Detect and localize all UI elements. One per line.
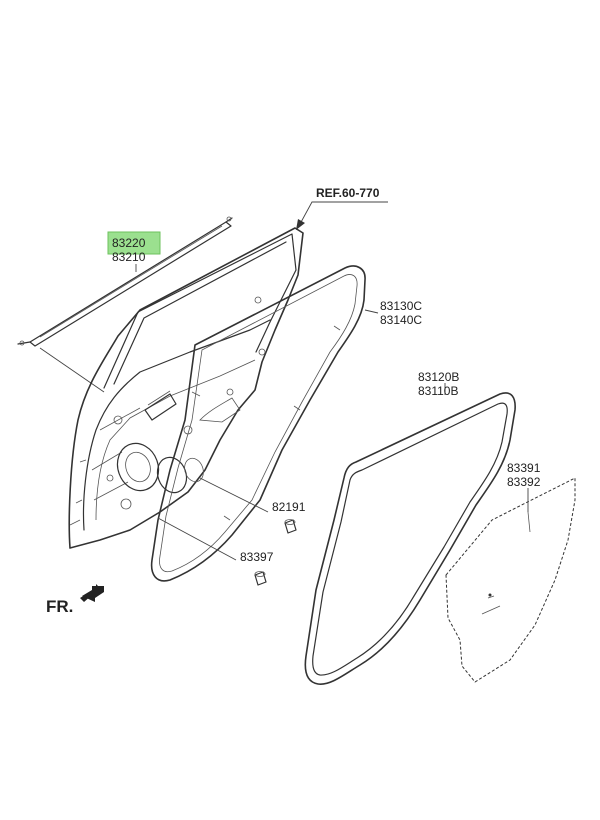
label-83391[interactable]: 83391 <box>507 461 541 475</box>
label-83397[interactable]: 83397 <box>240 550 274 564</box>
plug-83397-leader <box>157 517 237 561</box>
label-83220[interactable]: 83220 <box>112 236 146 250</box>
clip-82191-leader <box>199 477 269 513</box>
plug-83397[interactable] <box>254 571 267 586</box>
label-83210[interactable]: 83210 <box>112 250 146 264</box>
belt-weatherstrip-leader <box>39 347 105 393</box>
ref-pointer <box>296 201 388 230</box>
door-side-weatherstrip-leader <box>364 309 379 314</box>
label-ref[interactable]: REF.60-770 <box>316 186 380 200</box>
label-83130c[interactable]: 83130C <box>380 299 422 313</box>
highlight-box <box>107 231 161 255</box>
body-side-weatherstrip[interactable] <box>304 392 516 685</box>
belt-weatherstrip[interactable] <box>17 216 233 347</box>
label-82191[interactable]: 82191 <box>272 500 306 514</box>
clip-82191[interactable] <box>284 519 297 534</box>
label-front: FR. <box>46 597 73 616</box>
label-83392[interactable]: 83392 <box>507 475 541 489</box>
front-direction-arrow-icon <box>80 584 104 602</box>
door-panel[interactable] <box>68 227 304 549</box>
door-side-weatherstrip[interactable] <box>150 265 366 582</box>
door-window-glass[interactable] <box>445 477 576 683</box>
label-83140c[interactable]: 83140C <box>380 313 422 327</box>
label-83110b[interactable]: 83110B <box>418 384 458 398</box>
label-83120b[interactable]: 83120B <box>418 370 459 384</box>
